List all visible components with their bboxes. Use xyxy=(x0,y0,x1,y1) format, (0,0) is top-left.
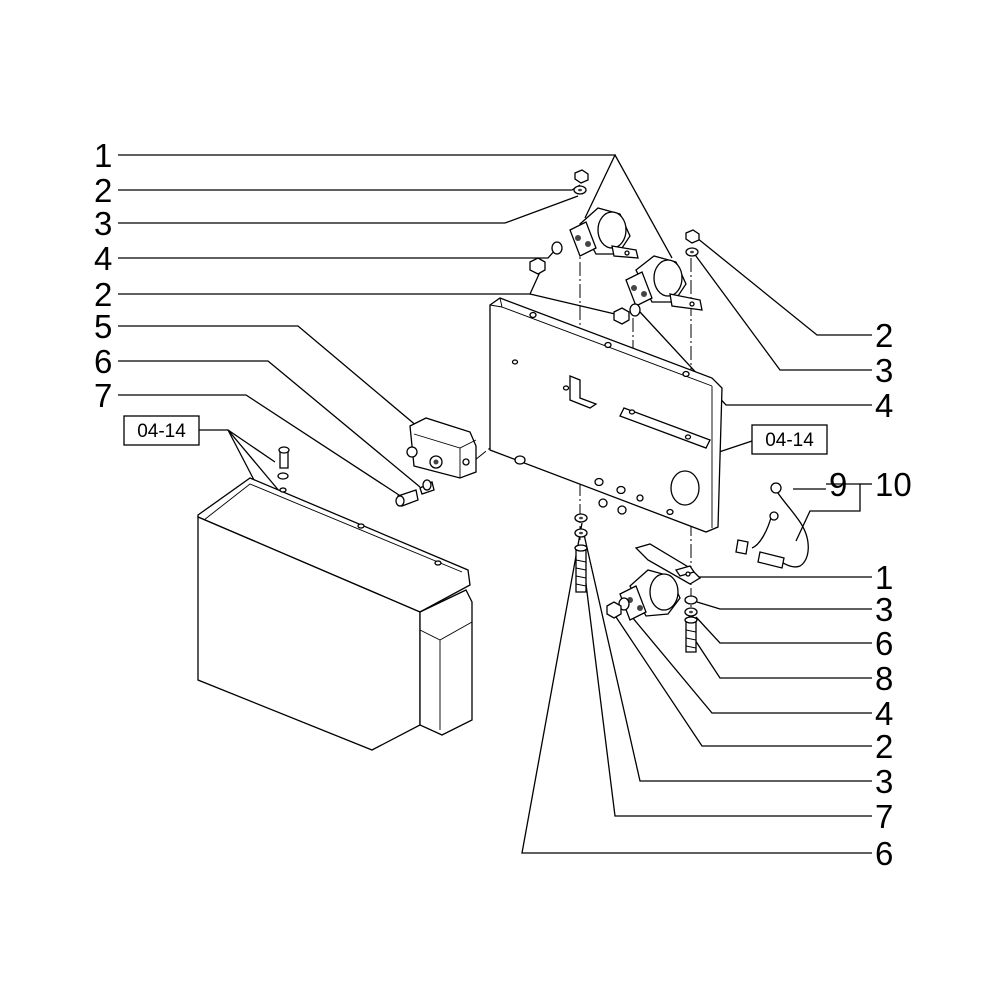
callout-right-3: 4 xyxy=(875,387,893,424)
callout-right-10: 4 xyxy=(875,695,893,732)
callout-left-2: 2 xyxy=(94,172,112,209)
solenoid-1-upper-left xyxy=(569,207,639,259)
ref-box-right: 04-14 xyxy=(751,424,828,455)
ref-box-left: 04-14 xyxy=(123,415,200,446)
callout-right-2: 3 xyxy=(875,352,893,389)
callout-right-1: 2 xyxy=(875,317,893,354)
callout-right-11: 2 xyxy=(875,728,893,765)
callout-left-5: 2 xyxy=(94,276,112,313)
ref-box-right-label: 04-14 xyxy=(765,430,814,451)
callout-right-4: 9 xyxy=(829,466,847,503)
leader-lines xyxy=(118,154,872,854)
callout-left-4: 4 xyxy=(94,240,112,277)
callout-left-8: 7 xyxy=(94,377,112,414)
relay-5 xyxy=(406,417,477,495)
callout-right-7: 3 xyxy=(875,591,893,628)
callout-left-1: 1 xyxy=(94,137,112,174)
callout-right-5: 10 xyxy=(875,466,912,503)
bolt-7 xyxy=(395,489,419,507)
solenoid-1-upper-right xyxy=(625,255,703,311)
cable-9 xyxy=(735,482,809,569)
callout-right-12: 3 xyxy=(875,763,893,800)
callout-left-6: 5 xyxy=(94,308,112,345)
cover-box xyxy=(197,477,473,751)
callout-right-13: 7 xyxy=(875,798,893,835)
callout-right-14: 6 xyxy=(875,835,893,872)
callout-left-3: 3 xyxy=(94,205,112,242)
hardware-small-parts xyxy=(277,169,700,653)
callouts-right: 2 3 4 9 10 1 3 6 8 4 2 3 7 6 xyxy=(829,317,912,872)
ref-box-left-label: 04-14 xyxy=(137,421,186,442)
callout-right-9: 8 xyxy=(875,660,893,697)
callout-left-7: 6 xyxy=(94,343,112,380)
mounting-plate xyxy=(489,297,723,533)
callouts-left: 1 2 3 4 2 5 6 7 xyxy=(94,137,112,414)
callout-right-8: 6 xyxy=(875,625,893,662)
callout-right-6: 1 xyxy=(875,559,893,596)
solenoid-1-lower xyxy=(619,543,702,621)
